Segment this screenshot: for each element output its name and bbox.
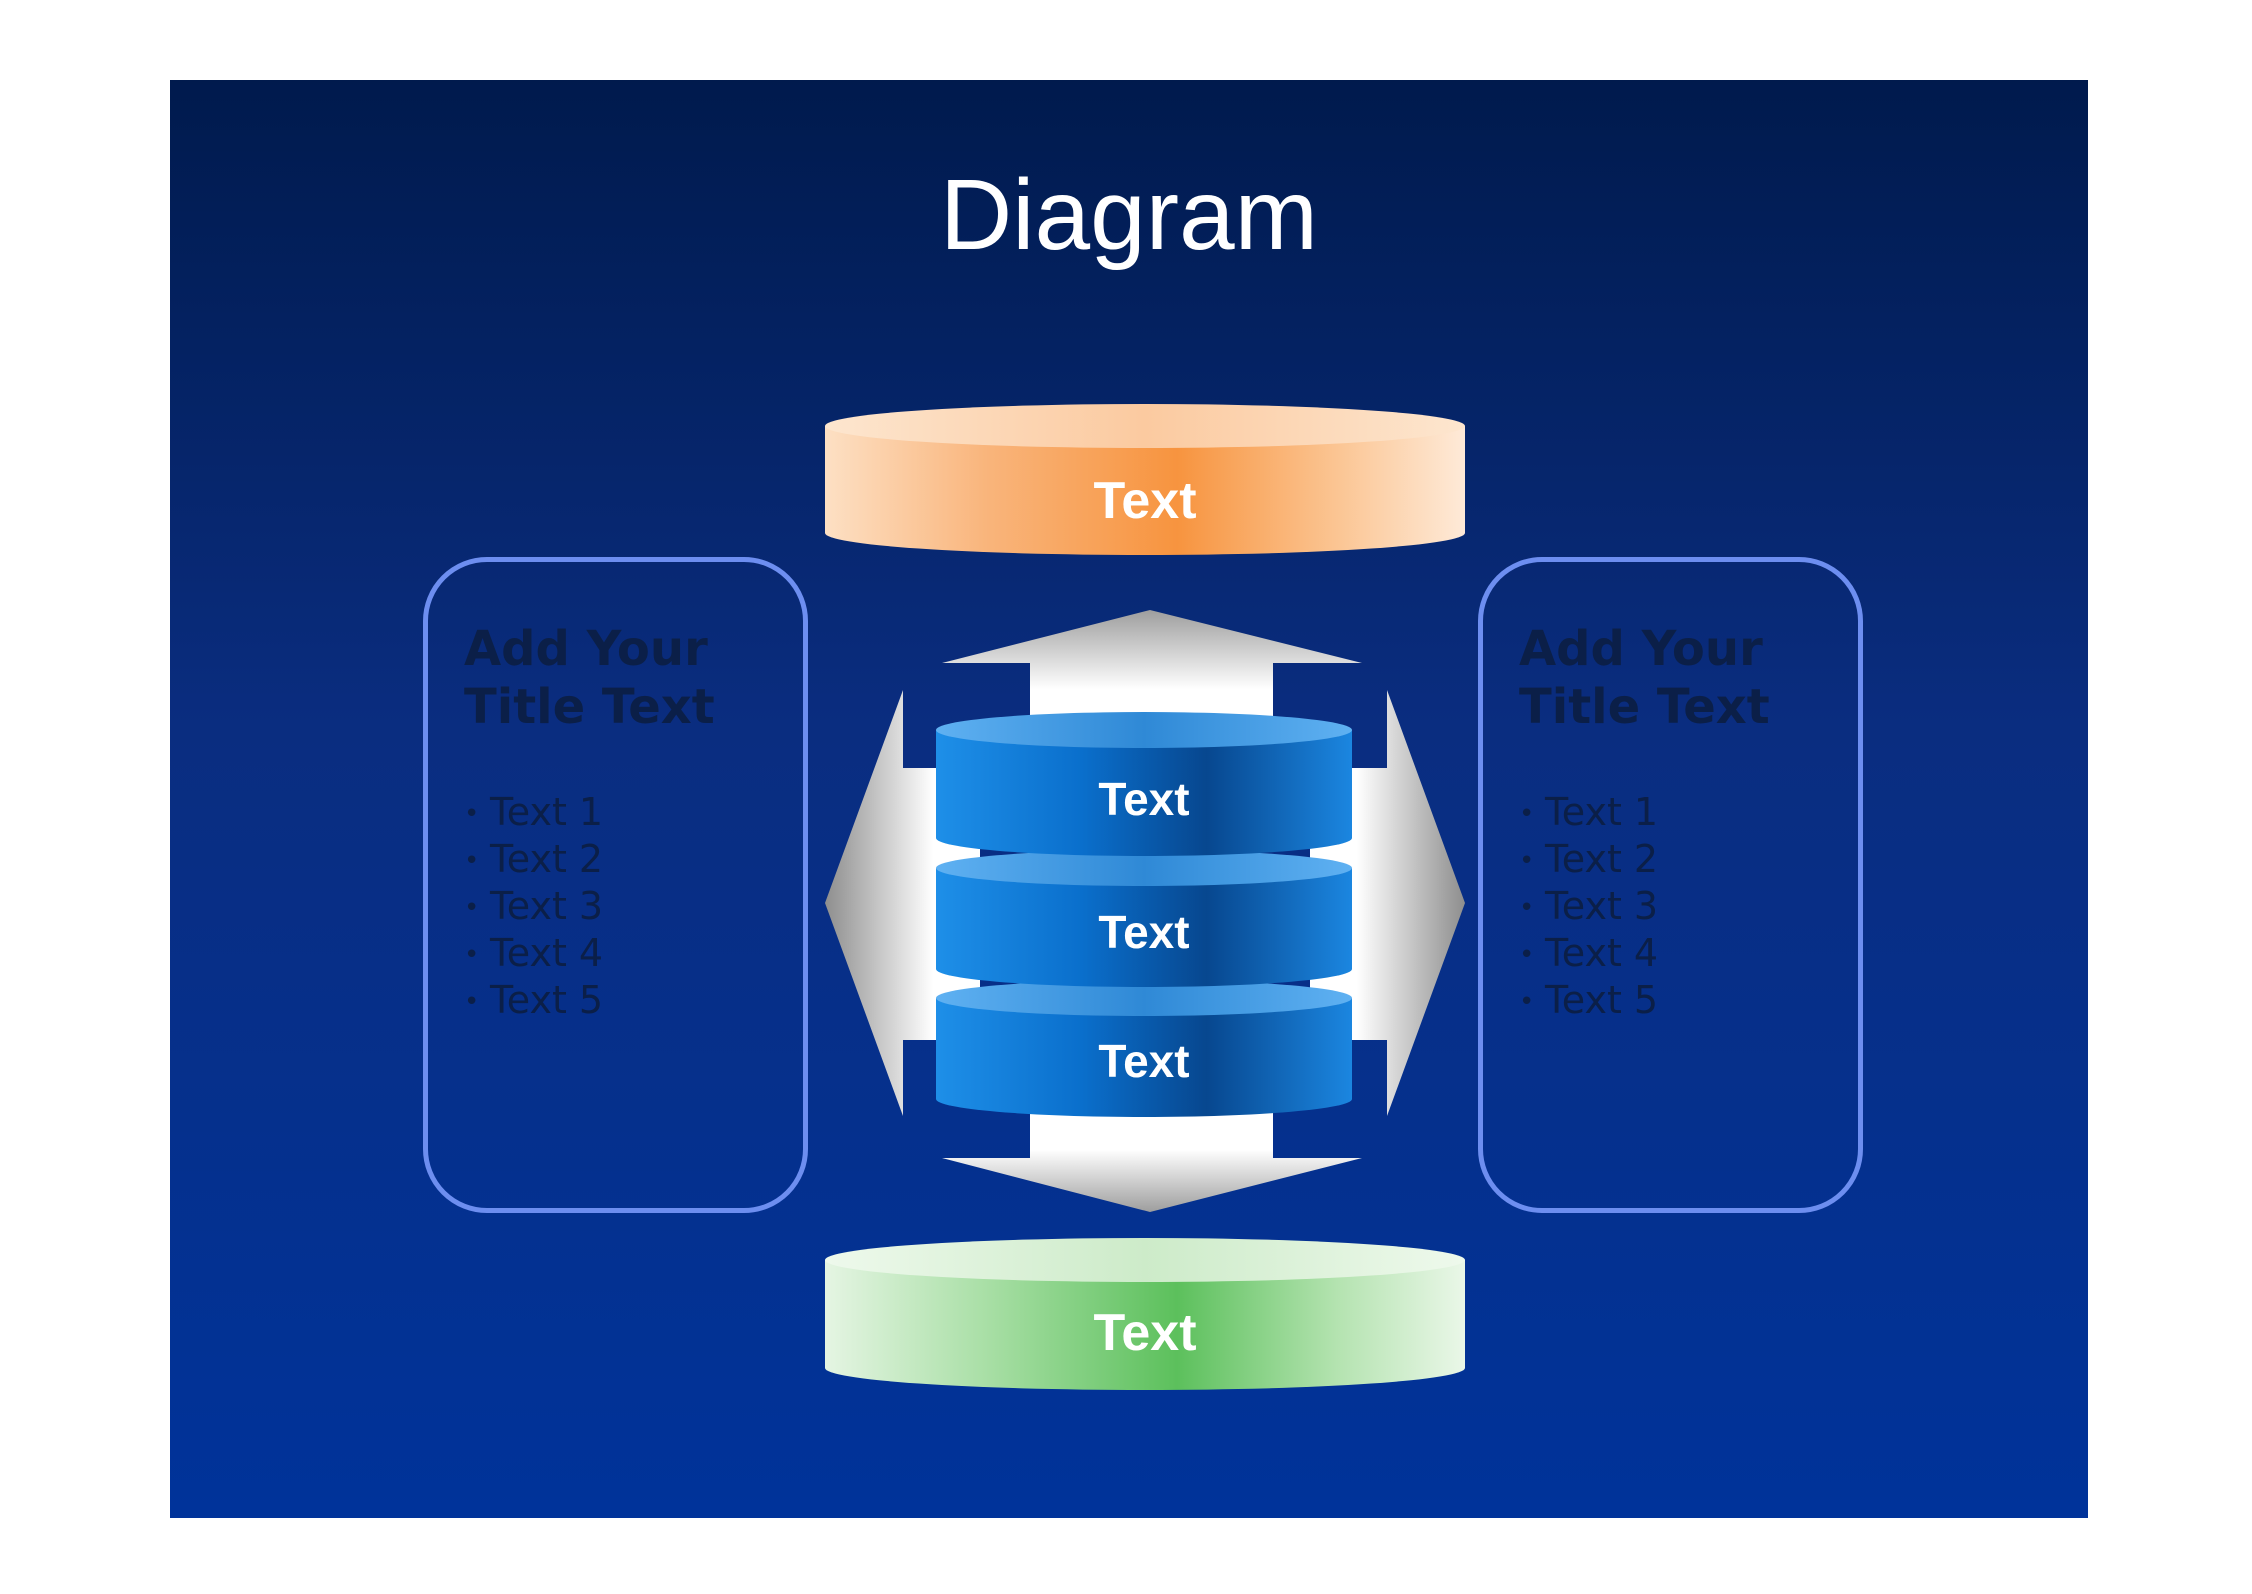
right-panel-title: Add Your Title Text (1519, 620, 1839, 736)
list-item: •Text 1 (464, 790, 603, 837)
left-panel-title-line-2: Title Text (464, 679, 715, 735)
stack-tier-3-label: Text (1098, 1035, 1189, 1087)
top-disc: Text (825, 404, 1465, 555)
stack-tier-1-label: Text (1098, 773, 1189, 825)
top-disc-label: Text (1093, 472, 1196, 530)
bullet-icon: • (464, 940, 480, 970)
bullet-icon: • (1519, 893, 1535, 923)
diagram-graphic: Text Text Text Text Text (825, 404, 1465, 1390)
bullet-icon: • (1519, 799, 1535, 829)
bottom-disc-label: Text (1093, 1304, 1196, 1362)
list-item: •Text 4 (1519, 931, 1658, 978)
left-text-panel: Add Your Title Text •Text 1 •Text 2 •Tex… (423, 557, 808, 1213)
up-arrow-shape (942, 610, 1362, 742)
bullet-icon: • (464, 799, 480, 829)
list-item: •Text 4 (464, 931, 603, 978)
stack-tier-1: Text (936, 712, 1352, 856)
slide-title: Diagram (940, 159, 1318, 271)
list-item: •Text 2 (1519, 837, 1658, 884)
bullet-icon: • (1519, 846, 1535, 876)
list-item: •Text 3 (464, 884, 603, 931)
slide: Diagram Add Your Title Text •Text 1 •Tex… (170, 80, 2088, 1518)
bullet-icon: • (464, 893, 480, 923)
bullet-icon: • (1519, 940, 1535, 970)
stack-tier-2: Text (936, 850, 1352, 987)
list-item: •Text 5 (1519, 978, 1658, 1025)
list-item: •Text 1 (1519, 790, 1658, 837)
right-text-panel: Add Your Title Text •Text 1 •Text 2 •Tex… (1478, 557, 1863, 1213)
list-item: •Text 2 (464, 837, 603, 884)
bullet-icon: • (1519, 987, 1535, 1017)
left-panel-title: Add Your Title Text (464, 620, 784, 736)
bottom-disc: Text (825, 1238, 1465, 1390)
down-arrow-shape (942, 1108, 1362, 1212)
bullet-icon: • (464, 846, 480, 876)
right-panel-title-line-1: Add Your (1519, 621, 1763, 677)
left-panel-title-line-1: Add Your (464, 621, 708, 677)
list-item: •Text 5 (464, 978, 603, 1025)
right-panel-title-line-2: Title Text (1519, 679, 1770, 735)
list-item: •Text 3 (1519, 884, 1658, 931)
stack-tier-2-label: Text (1098, 906, 1189, 958)
right-panel-list: •Text 1 •Text 2 •Text 3 •Text 4 •Text 5 (1519, 790, 1658, 1025)
stack-tier-3: Text (936, 980, 1352, 1117)
bullet-icon: • (464, 987, 480, 1017)
left-panel-list: •Text 1 •Text 2 •Text 3 •Text 4 •Text 5 (464, 790, 603, 1025)
